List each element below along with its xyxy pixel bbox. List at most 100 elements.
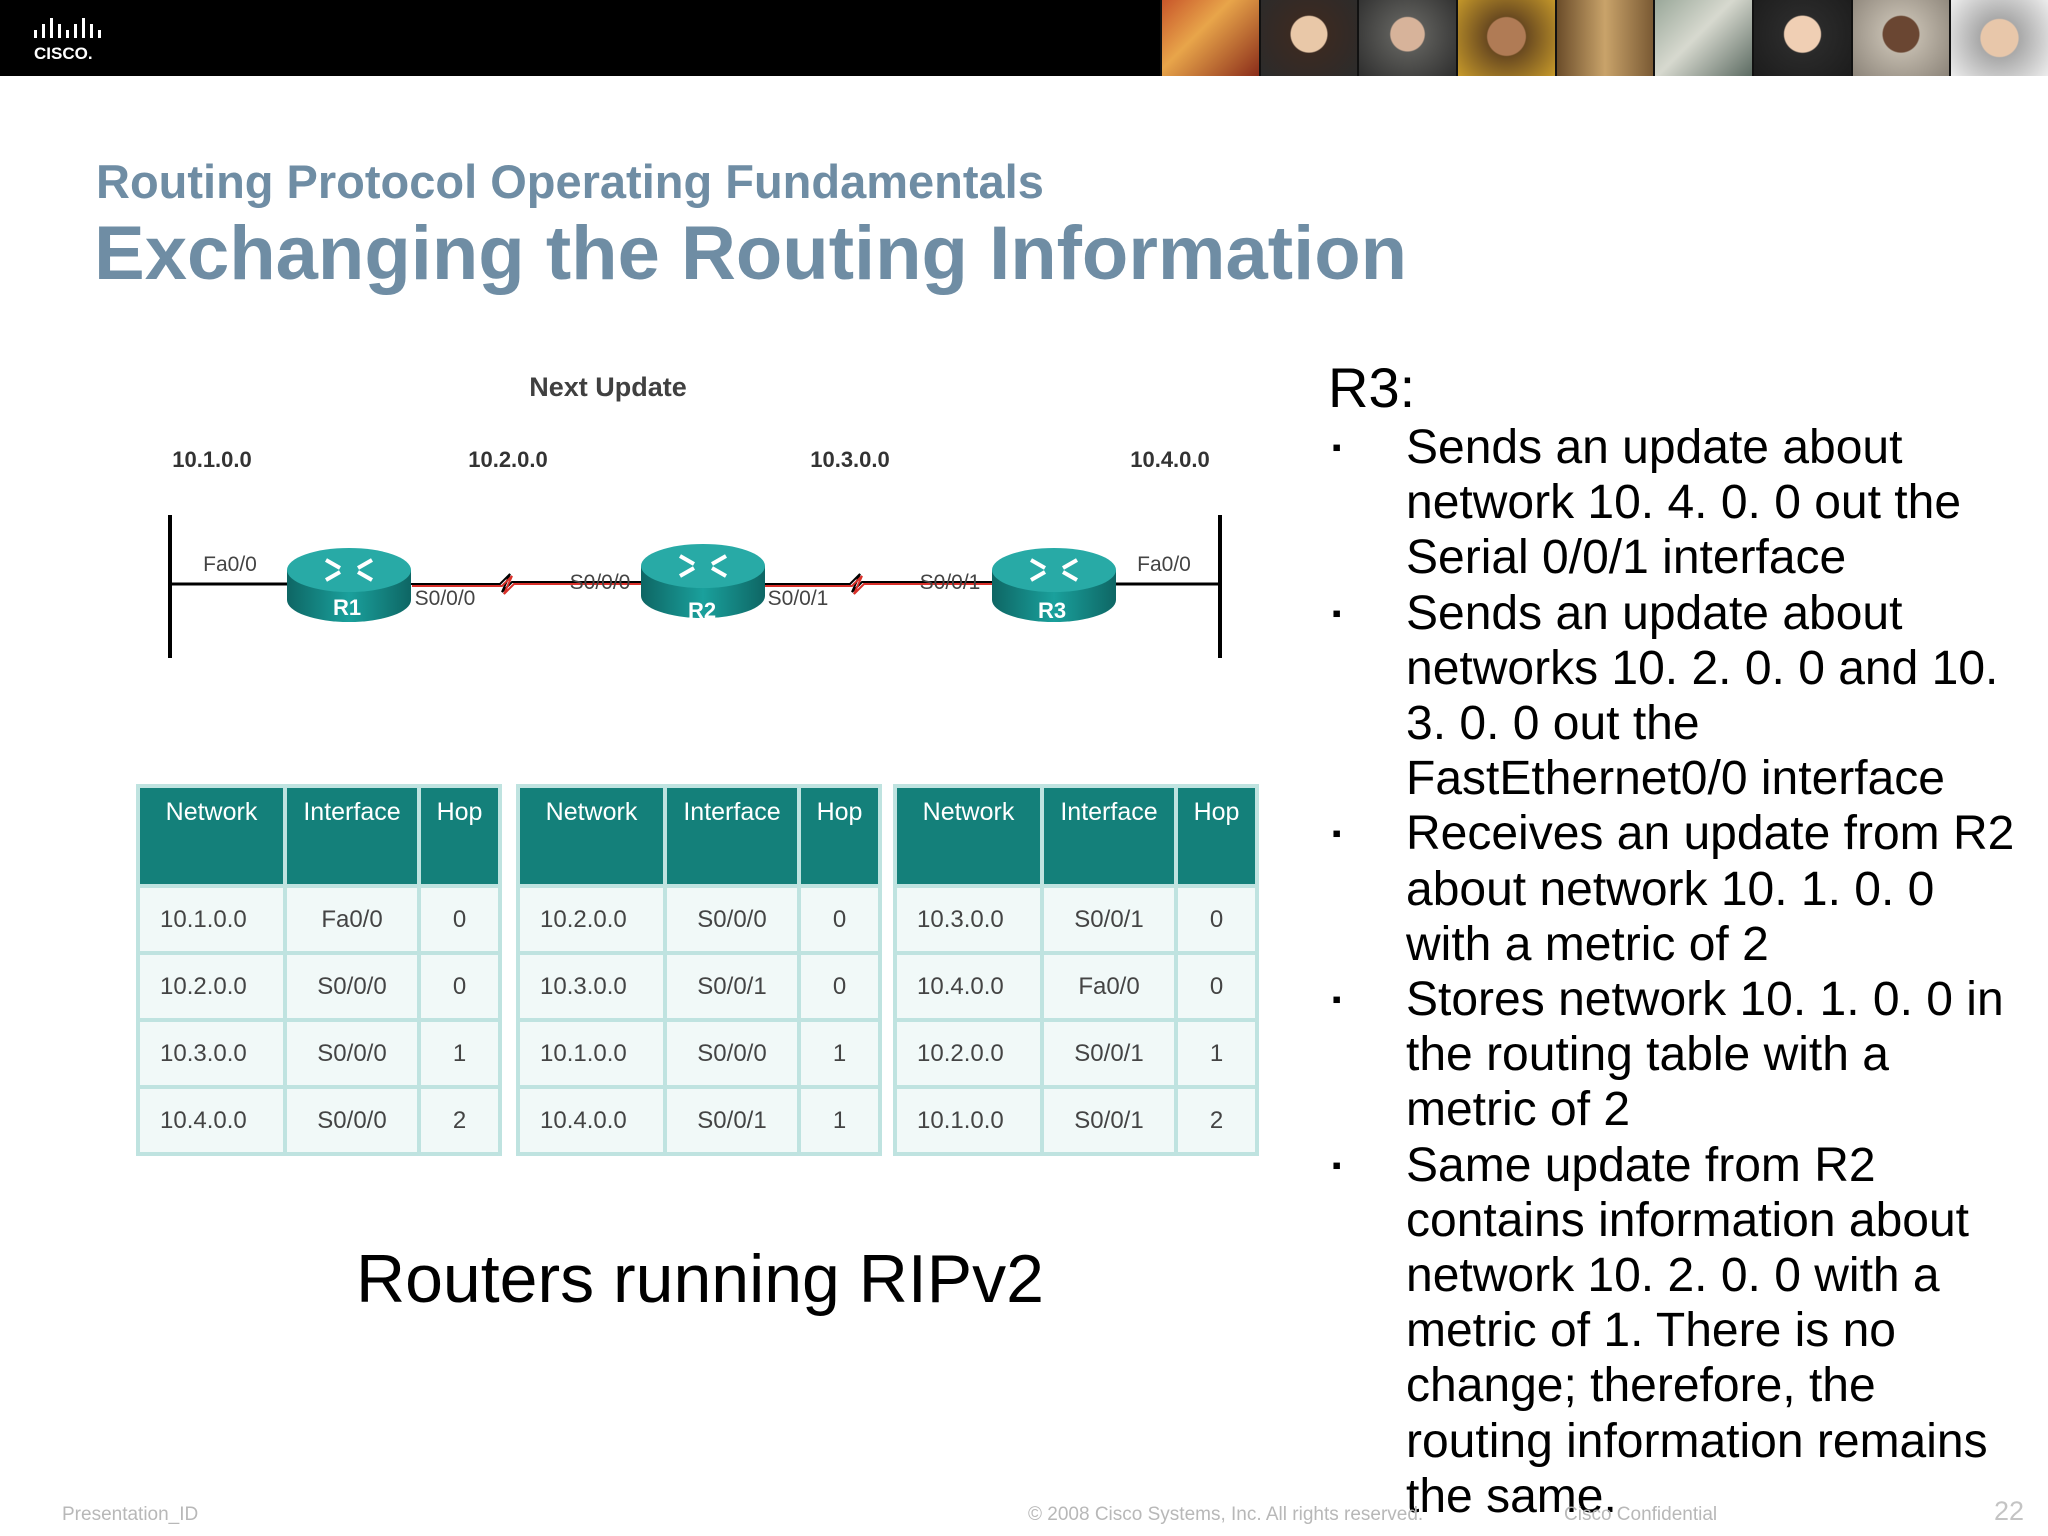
table-cell-network: 10.3.0.0	[897, 888, 1040, 951]
table-cell-network: 10.2.0.0	[520, 888, 663, 951]
photo-3	[1357, 0, 1457, 76]
table-cell-interface: Fa0/0	[1044, 955, 1174, 1018]
bullet-text: Receives an update from R2 about network…	[1406, 807, 2015, 971]
table-header-network: Network	[520, 788, 663, 884]
photo-5	[1554, 0, 1654, 76]
table-row: 10.1.0.0 S0/0/0 1	[520, 1022, 878, 1085]
table-cell-network: 10.2.0.0	[140, 955, 283, 1018]
bullet-text: Stores network 10. 1. 0. 0 in the routin…	[1406, 973, 2004, 1137]
table-header-hop: Hop	[1178, 788, 1255, 884]
network-label-3: 10.3.0.0	[810, 447, 890, 472]
table-cell-interface: S0/0/1	[667, 955, 797, 1018]
table-cell-network: 10.1.0.0	[140, 888, 283, 951]
table-cell-interface: S0/0/0	[667, 1022, 797, 1085]
table-cell-interface: S0/0/1	[1044, 888, 1174, 951]
table-cell-interface: S0/0/1	[1044, 1089, 1174, 1152]
router-r1: R1	[287, 548, 411, 622]
photo-2	[1258, 0, 1358, 76]
router-r3-arrows-icon	[1030, 558, 1078, 582]
bullet-text: Sends an update about networks 10. 2. 0.…	[1406, 586, 1999, 806]
iface-r1-s000: S0/0/0	[415, 587, 476, 610]
table-header-hop: Hop	[421, 788, 498, 884]
table-cell-hop: 1	[801, 1089, 878, 1152]
bullet-square-icon: ▪	[1332, 1149, 1342, 1180]
table-row: 10.1.0.0 S0/0/1 2	[897, 1089, 1255, 1152]
iface-r3-fa00: Fa0/0	[1137, 553, 1191, 576]
people-photo-strip	[1160, 0, 2048, 76]
table-row: 10.2.0.0 S0/0/0 0	[140, 955, 498, 1018]
diagram-caption: Routers running RIPv2	[356, 1241, 1044, 1317]
table-cell-network: 10.3.0.0	[520, 955, 663, 1018]
table-cell-hop: 0	[1178, 955, 1255, 1018]
table-cell-hop: 0	[421, 955, 498, 1018]
router-r2: R2	[641, 544, 765, 623]
network-label-4: 10.4.0.0	[1130, 447, 1210, 472]
table-row: 10.4.0.0 Fa0/0 0	[897, 955, 1255, 1018]
list-item: ▪ Sends an update about networks 10. 2. 0…	[1328, 586, 2028, 807]
list-item: ▪Sends an update about network 10. 4. 0.…	[1328, 420, 2028, 586]
table-cell-hop: 0	[421, 888, 498, 951]
photo-8	[1850, 0, 1950, 76]
table-cell-network: 10.4.0.0	[897, 955, 1040, 1018]
photo-7	[1752, 0, 1851, 76]
table-cell-hop: 2	[1178, 1089, 1255, 1152]
next-update-label: Next Update	[529, 372, 687, 402]
photo-6	[1653, 0, 1753, 76]
list-item: ▪ Same update from R2 contains informatio…	[1328, 1138, 2028, 1524]
table-cell-hop: 2	[421, 1089, 498, 1152]
table-header-network: Network	[897, 788, 1040, 884]
bullet-square-icon: ▪	[1332, 597, 1342, 628]
table-header-network: Network	[140, 788, 283, 884]
bullet-square-icon: ▪	[1332, 818, 1342, 849]
table-row: 10.2.0.0 S0/0/1 1	[897, 1022, 1255, 1085]
page-number: 22	[1994, 1496, 2025, 1526]
bullet-text: Sends an update about network 10. 4. 0. …	[1406, 421, 1962, 585]
table-cell-network: 10.3.0.0	[140, 1022, 283, 1085]
table-row: 10.4.0.0 S0/0/0 2	[140, 1089, 498, 1152]
table-cell-network: 10.4.0.0	[520, 1089, 663, 1152]
table-cell-interface: Fa0/0	[287, 888, 417, 951]
table-cell-hop: 0	[801, 955, 878, 1018]
table-row: 10.4.0.0 S0/0/1 1	[520, 1089, 878, 1152]
bullet-square-icon: ▪	[1332, 984, 1342, 1015]
table-cell-interface: S0/0/0	[287, 1022, 417, 1085]
slide-subtitle: Routing Protocol Operating Fundamentals	[96, 155, 1044, 208]
table-row: 10.3.0.0 S0/0/1 0	[520, 955, 878, 1018]
table-cell-network: 10.2.0.0	[897, 1022, 1040, 1085]
table-cell-hop: 1	[1178, 1022, 1255, 1085]
table-header-interface: Interface	[1044, 788, 1174, 884]
header-bar: CISCO.	[0, 0, 2048, 76]
serial-link-r1-r2-red	[412, 575, 650, 595]
table-cell-network: 10.1.0.0	[897, 1089, 1040, 1152]
cisco-logo: CISCO.	[34, 18, 101, 63]
iface-r1-fa00: Fa0/0	[203, 553, 257, 576]
table-cell-hop: 0	[801, 888, 878, 951]
r3-description-panel: R3: ▪ Sends an update about network 10. 4…	[1328, 358, 2028, 1524]
table-cell-interface: S0/0/0	[667, 888, 797, 951]
routing-table-r1: Network Interface Hop 10.1.0.0 Fa0/0 0 1…	[136, 784, 502, 1156]
cisco-logo-text: CISCO.	[34, 44, 93, 63]
bullet-text: Same update from R2 contains information…	[1406, 1138, 1988, 1523]
network-diagram: Next Update 10.1.0.0 10.2.0.0 10.3.0.0 1…	[168, 372, 1222, 658]
network-label-1: 10.1.0.0	[172, 447, 252, 472]
iface-r2-s000: S0/0/0	[570, 571, 631, 594]
bullet-list: ▪ Sends an update about network 10. 4. 0.…	[1328, 420, 2028, 1524]
photo-4	[1456, 0, 1555, 76]
table-header-interface: Interface	[287, 788, 417, 884]
table-cell-interface: S0/0/1	[667, 1089, 797, 1152]
footer-confidential: Cisco Confidential	[1564, 1504, 1718, 1525]
router-r2-label: R2	[688, 598, 716, 623]
footer-presentation-id: Presentation_ID	[62, 1504, 199, 1525]
iface-r3-s001: S0/0/1	[920, 571, 981, 594]
table-cell-hop: 0	[1178, 888, 1255, 951]
router-r3: R3	[992, 548, 1116, 623]
list-item: ▪ Stores network 10. 1. 0. 0 in the routi…	[1328, 972, 2028, 1138]
router-r3-label: R3	[1038, 598, 1066, 623]
serial-link-r2-r3-red	[765, 575, 1004, 595]
footer-copyright: © 2008 Cisco Systems, Inc. All rights re…	[1028, 1504, 1424, 1525]
panel-heading: R3:	[1328, 356, 1416, 419]
photo-1	[1160, 0, 1259, 76]
network-label-2: 10.2.0.0	[468, 447, 548, 472]
router-r1-arrows-icon	[325, 558, 373, 582]
table-cell-interface: S0/0/0	[287, 955, 417, 1018]
